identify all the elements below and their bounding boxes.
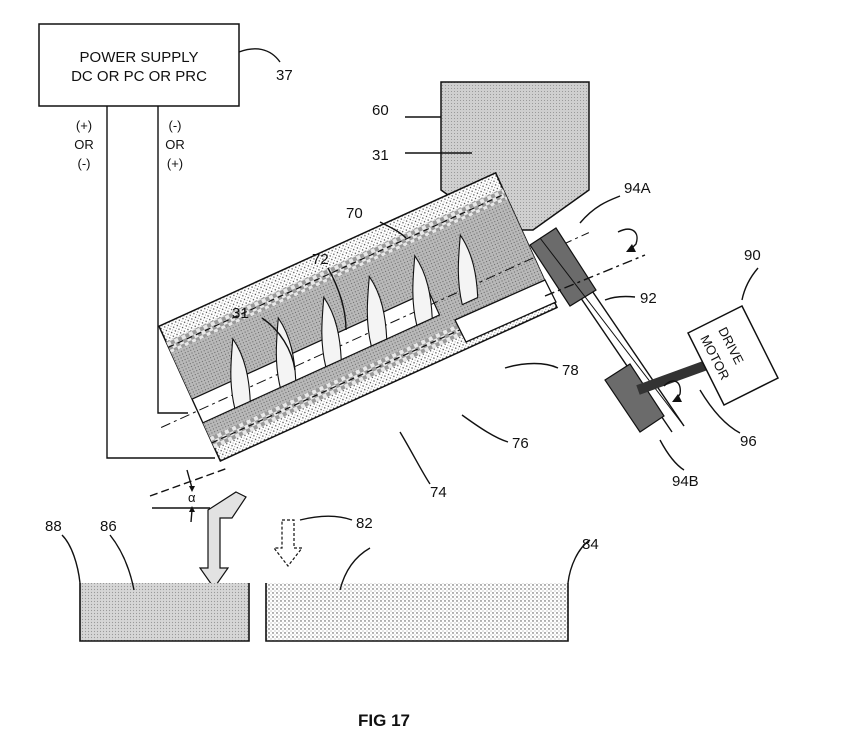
ref-92-leader <box>604 295 636 301</box>
ref-94b: 94B <box>672 473 699 490</box>
ref-84-leader <box>567 539 591 584</box>
shaft-centerline <box>544 254 646 297</box>
ref-74-leader <box>399 431 431 485</box>
ref-82: 82 <box>356 515 373 532</box>
ref-92: 92 <box>640 290 657 307</box>
ref-60: 60 <box>372 102 389 119</box>
wire-right <box>157 106 188 414</box>
ref-31-tube-leader <box>261 317 296 371</box>
ref-78-leader <box>504 362 559 369</box>
drive-shaft <box>454 279 557 343</box>
rotation-arrow-top-head <box>626 244 636 252</box>
ref-84-inner-leader <box>339 547 371 591</box>
liquid-basin <box>79 583 250 642</box>
ref-78: 78 <box>562 362 579 379</box>
power-supply-line2: DC OR PC OR PRC <box>71 68 207 85</box>
polarity-right-l2: OR <box>165 137 185 152</box>
ref-86: 86 <box>100 518 117 535</box>
figure-caption: FIG 17 <box>358 711 410 730</box>
polarity-right: (-) OR (+) <box>165 118 185 171</box>
angle-indicator: α <box>149 467 229 523</box>
ref-86-leader <box>109 534 135 591</box>
ref-74: 74 <box>430 484 447 501</box>
rotation-arrow-bottom-head <box>672 394 682 402</box>
polarity-left-l2: OR <box>74 137 94 152</box>
drive-motor: DRIVE MOTOR <box>686 304 780 407</box>
ref-88: 88 <box>45 518 62 535</box>
liquid-outlet-arrow <box>198 491 247 590</box>
ref-37-leader <box>238 48 281 63</box>
polarity-left-l1: (+) <box>76 118 92 133</box>
ref-94b-leader <box>659 439 685 471</box>
ref-94a: 94A <box>624 180 651 197</box>
rotation-arrow-bottom <box>663 380 681 401</box>
ref-72-leader <box>327 267 347 331</box>
wire-left <box>106 106 215 459</box>
ref-72: 72 <box>312 251 329 268</box>
ref-70: 70 <box>346 205 363 222</box>
ref-96: 96 <box>740 433 757 450</box>
polarity-left: (+) OR (-) <box>74 118 94 171</box>
ref-70-leader <box>379 221 407 239</box>
polarity-right-l1: (-) <box>169 118 182 133</box>
power-supply-line1: POWER SUPPLY <box>80 49 199 66</box>
solids-basin <box>265 583 569 642</box>
ref-37: 37 <box>276 67 293 84</box>
ref-31-tube: 31 <box>232 305 249 322</box>
ref-31-top: 31 <box>372 147 389 164</box>
solids-outlet-arrow <box>272 519 304 567</box>
power-supply-box: POWER SUPPLY DC OR PC OR PRC <box>38 23 240 107</box>
ref-96-leader <box>699 389 741 434</box>
belt-assembly <box>529 227 685 433</box>
motor-shaft <box>636 357 717 395</box>
ref-90-leader <box>741 267 759 301</box>
ref-76-leader <box>461 414 509 443</box>
ref-88-leader <box>61 534 81 584</box>
polarity-left-l3: (-) <box>78 156 91 171</box>
ref-94a-leader <box>579 195 621 224</box>
angle-alpha: α <box>188 490 196 505</box>
ref-90: 90 <box>744 247 761 264</box>
polarity-right-l3: (+) <box>167 156 183 171</box>
ref-84: 84 <box>582 536 599 553</box>
ref-82-leader <box>299 515 353 521</box>
ref-76: 76 <box>512 435 529 452</box>
rotation-arrow-top <box>617 228 638 251</box>
